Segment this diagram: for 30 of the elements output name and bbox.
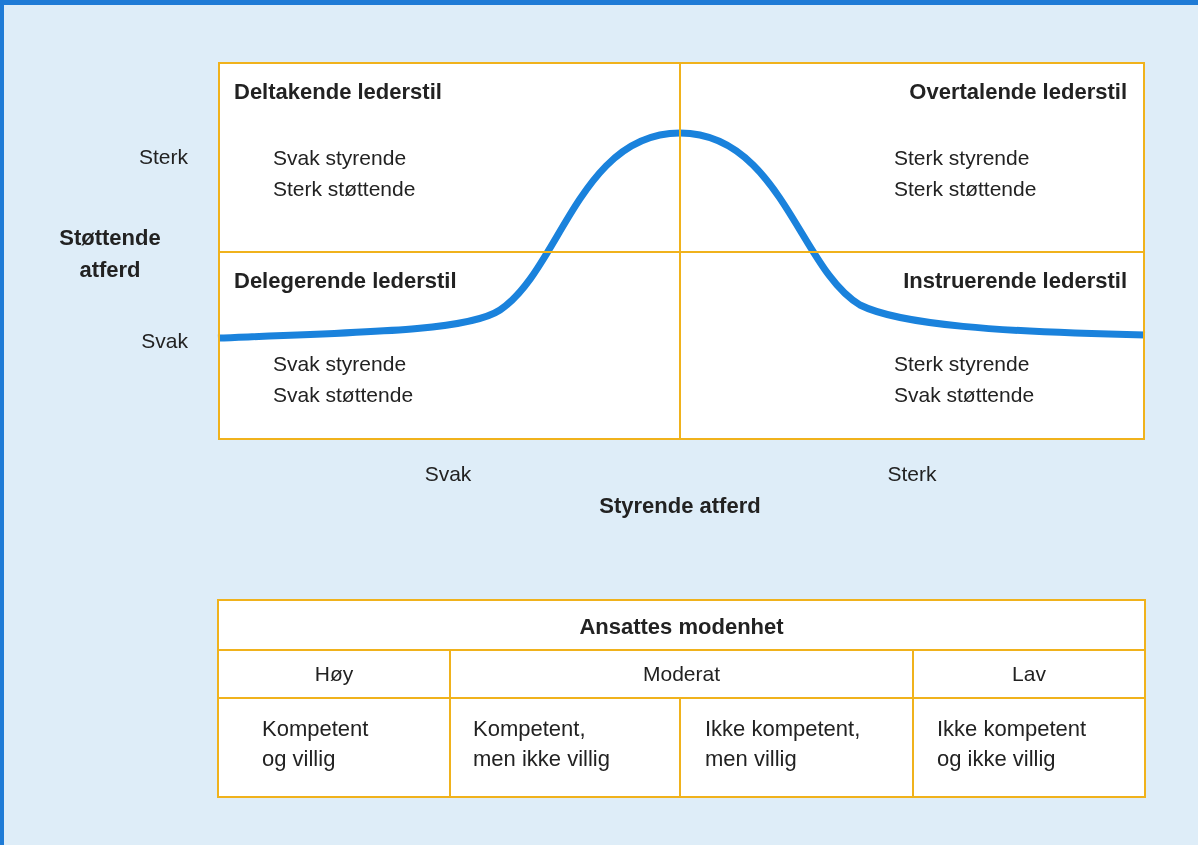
quadrant-box [218,62,681,253]
column-heading: Moderat [641,661,721,687]
table-text: Kompetent og villig [262,715,370,773]
quadrant-text: Svak støttende [273,382,414,408]
axis-value: Svak [140,328,188,354]
quadrant-box [679,251,1145,440]
quadrant-title: Deltakende lederstil [234,79,442,105]
quadrant-text: Svak styrende [273,145,407,171]
table-text: Ikke kompetent, men villig [705,715,862,773]
table-heading: Ansattes modenhet [578,613,785,641]
quadrant-text: Sterk støttende [894,176,1037,202]
quadrant-text: Sterk styrende [894,351,1030,377]
axis-title: Styrende atferd [598,492,762,520]
quadrant-text: Svak styrende [273,351,407,377]
axis-value: Svak [423,461,473,487]
quadrant-title: Delegerende lederstil [234,268,457,294]
column-heading: Lav [1011,661,1047,687]
quadrant-text: Svak støttende [894,382,1035,408]
quadrant-title: Overtalende lederstil [909,79,1127,105]
quadrant-box [218,251,681,440]
axis-value: Sterk [138,144,188,170]
quadrant-title: Instruerende lederstil [903,268,1127,294]
table-text: Kompetent, men ikke villig [473,715,611,773]
axis-value: Sterk [886,461,938,487]
quadrant-text: Sterk støttende [273,176,416,202]
quadrant-text: Sterk styrende [894,145,1030,171]
table-text: Ikke kompetent og ikke villig [937,715,1088,773]
axis-title: Støttende atferd [58,224,162,284]
quadrant-box [679,62,1145,253]
column-heading: Høy [313,661,355,687]
